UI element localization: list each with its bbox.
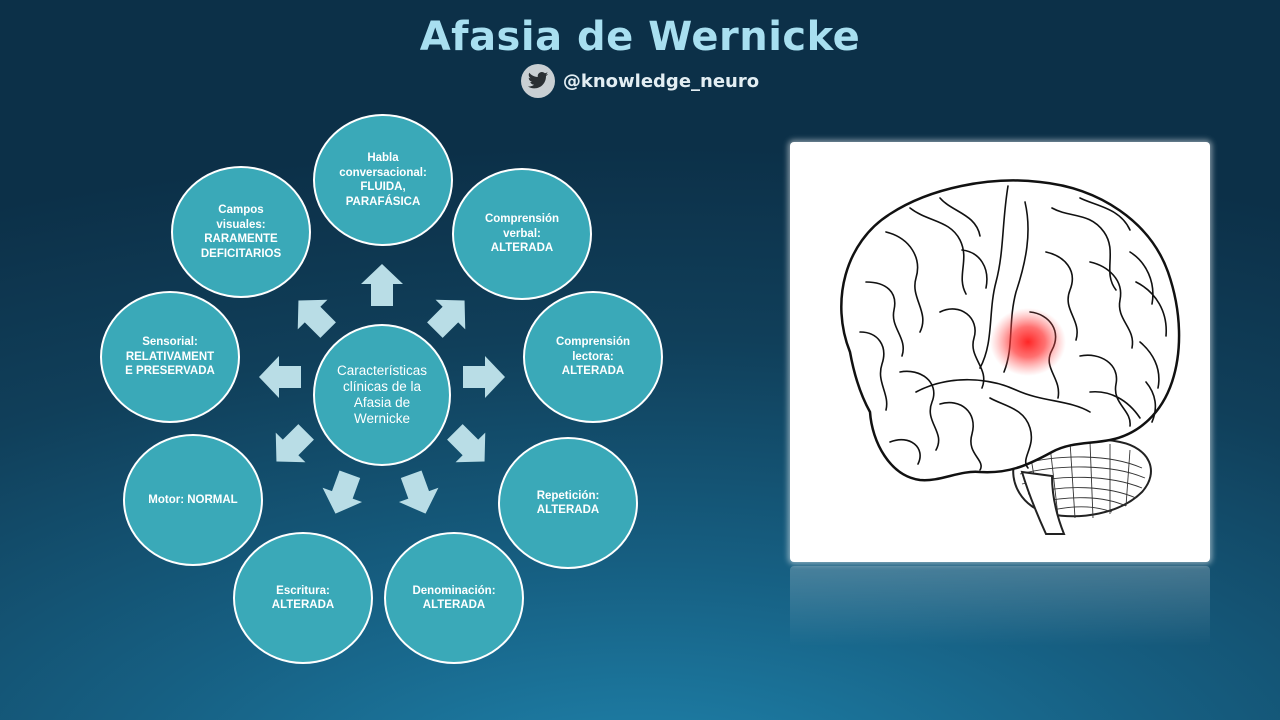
page-title: Afasia de Wernicke xyxy=(419,14,861,60)
node-sensorial: Sensorial: RELATIVAMENT E PRESERVADA xyxy=(100,291,240,423)
node-text: Habla conversacional: FLUIDA, PARAFÁSICA xyxy=(339,152,427,208)
arrow-outward-icon xyxy=(447,424,486,463)
arrow-outward-icon xyxy=(398,470,439,514)
twitter-bird-icon xyxy=(520,64,555,98)
arrow-outward-icon xyxy=(259,356,301,398)
panel-reflection xyxy=(790,566,1210,646)
center-node: Características clínicas de la Afasia de… xyxy=(313,324,451,466)
node-comprension-lectora: Comprensión lectora: ALTERADA xyxy=(523,291,663,423)
node-escritura: Escritura: ALTERADA xyxy=(233,532,373,664)
center-text: Características clínicas de la Afasia de… xyxy=(336,363,428,426)
arrow-outward-icon xyxy=(297,299,336,338)
node-campos-visuales: Campos visuales: RARAMENTE DEFICITARIOS xyxy=(171,166,311,298)
handle-text: @knowledge_neuro xyxy=(562,70,760,92)
node-denominacion: Denominación: ALTERADA xyxy=(384,532,524,664)
node-text: Sensorial: RELATIVAMENT E PRESERVADA xyxy=(125,336,215,378)
node-text: Comprensión verbal: ALTERADA xyxy=(484,213,560,255)
node-habla: Habla conversacional: FLUIDA, PARAFÁSICA xyxy=(313,114,453,246)
node-comprension-verbal: Comprensión verbal: ALTERADA xyxy=(452,168,592,300)
node-text: Denominación: ALTERADA xyxy=(412,584,496,612)
node-text: Escritura: ALTERADA xyxy=(271,584,335,612)
highlight-region xyxy=(990,308,1066,376)
brain-illustration xyxy=(840,179,1181,535)
node-text: Repetición: ALTERADA xyxy=(536,489,600,517)
arrow-outward-icon xyxy=(427,299,466,338)
node-text: Campos visuales: RARAMENTE DEFICITARIOS xyxy=(200,204,282,260)
brain-illustration-panel xyxy=(790,142,1210,562)
arrow-outward-icon xyxy=(322,470,363,514)
arrow-outward-icon xyxy=(361,264,403,306)
arrow-outward-icon xyxy=(463,356,505,398)
node-text: Comprensión lectora: ALTERADA xyxy=(555,336,631,378)
node-motor: Motor: NORMAL xyxy=(123,434,263,566)
node-repeticion: Repetición: ALTERADA xyxy=(498,437,638,569)
twitter-handle: @knowledge_neuro xyxy=(0,64,1280,98)
arrow-outward-icon xyxy=(275,424,314,463)
node-text: Motor: NORMAL xyxy=(148,493,238,506)
